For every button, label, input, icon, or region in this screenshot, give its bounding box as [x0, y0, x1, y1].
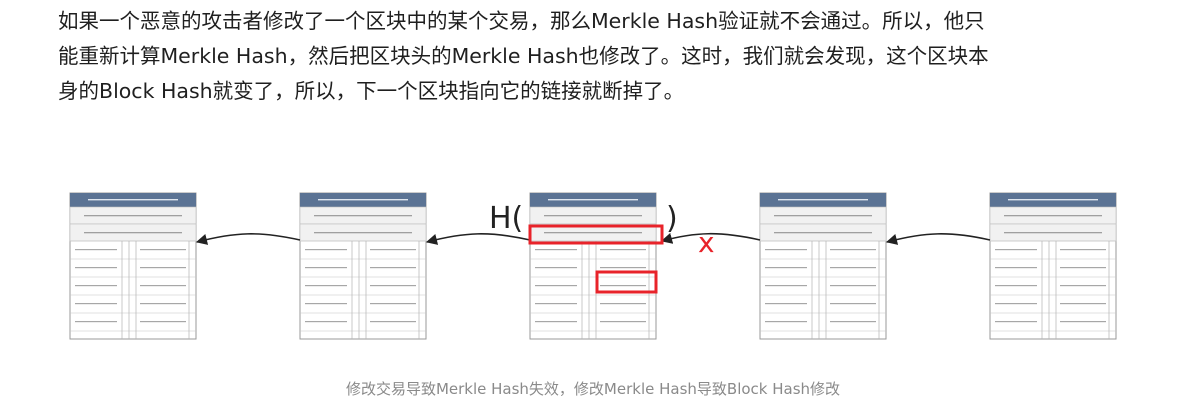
- row-text: [774, 215, 872, 217]
- article-line-3: 身的Block Hash就变了，所以，下一个区块指向它的链接就断掉了。: [58, 79, 685, 103]
- tx-left-text: [995, 321, 1037, 323]
- tx-right-text: [600, 249, 646, 251]
- chain-link-arrow: [425, 233, 531, 245]
- hash-function-close: ): [666, 201, 678, 236]
- tx-left-text: [75, 249, 117, 251]
- tx-left-text: [75, 285, 117, 287]
- tx-left-text: [305, 285, 347, 287]
- tx-right-text: [830, 267, 876, 269]
- tx-left-text: [995, 267, 1037, 269]
- chain-links: [195, 232, 991, 245]
- modified-merkle-hash-highlight: [528, 224, 664, 245]
- tx-left-text: [765, 321, 807, 323]
- tx-left-text: [765, 267, 807, 269]
- row-text: [1004, 232, 1102, 234]
- tx-right-text: [140, 285, 186, 287]
- tx-right-text: [1060, 249, 1106, 251]
- block-table: [299, 192, 427, 340]
- broken-link-mark: x: [698, 226, 715, 259]
- tx-left-text: [305, 267, 347, 269]
- article-paragraph: 如果一个恶意的攻击者修改了一个区块中的某个交易，那么Merkle Hash验证就…: [58, 4, 1138, 109]
- tx-right-text: [140, 303, 186, 305]
- tx-left-text: [305, 321, 347, 323]
- block-hash-text: [1008, 199, 1098, 201]
- block-table: [529, 192, 657, 340]
- tx-right-text: [600, 267, 646, 269]
- tx-right-text: [600, 285, 646, 287]
- tx-right-text: [600, 321, 646, 323]
- tx-right-text: [830, 303, 876, 305]
- tx-left-text: [75, 321, 117, 323]
- tx-right-text: [1060, 267, 1106, 269]
- tx-right-text: [370, 267, 416, 269]
- row-text: [544, 232, 642, 234]
- tx-left-text: [765, 303, 807, 305]
- tx-left-text: [535, 267, 577, 269]
- tx-right-text: [370, 321, 416, 323]
- row-text: [84, 232, 182, 234]
- block-table: [989, 192, 1117, 340]
- row-text: [84, 215, 182, 217]
- row-text: [774, 232, 872, 234]
- tx-left-text: [995, 249, 1037, 251]
- block-hash-text: [88, 199, 178, 201]
- tx-left-text: [535, 303, 577, 305]
- tx-right-text: [140, 249, 186, 251]
- tx-left-text: [995, 285, 1037, 287]
- tx-right-text: [140, 321, 186, 323]
- tx-left-text: [305, 249, 347, 251]
- row-text: [1004, 215, 1102, 217]
- tx-left-text: [535, 285, 577, 287]
- tx-right-text: [830, 249, 876, 251]
- tx-left-text: [75, 303, 117, 305]
- row-text: [544, 215, 642, 217]
- tx-right-text: [370, 285, 416, 287]
- tx-right-text: [1060, 303, 1106, 305]
- block-table: [69, 192, 197, 340]
- block-table: [759, 192, 887, 340]
- modified-transaction-highlight: [595, 270, 658, 294]
- block-hash-text: [548, 199, 638, 201]
- tx-right-text: [1060, 285, 1106, 287]
- tx-right-text: [600, 303, 646, 305]
- article-line-1: 如果一个恶意的攻击者修改了一个区块中的某个交易，那么Merkle Hash验证就…: [58, 9, 985, 33]
- block-hash-text: [778, 199, 868, 201]
- tx-right-text: [830, 285, 876, 287]
- hash-function-open: H(: [489, 201, 523, 236]
- tx-left-text: [765, 249, 807, 251]
- tx-left-text: [535, 321, 577, 323]
- tx-right-text: [1060, 321, 1106, 323]
- tx-left-text: [995, 303, 1037, 305]
- figure-caption: 修改交易导致Merkle Hash失效，修改Merkle Hash导致Block…: [345, 380, 841, 398]
- tx-left-text: [75, 267, 117, 269]
- row-text: [314, 232, 412, 234]
- row-text: [314, 215, 412, 217]
- broken-chain-link-arrow: [660, 232, 761, 244]
- tx-right-text: [140, 267, 186, 269]
- tx-right-text: [830, 321, 876, 323]
- chain-link-arrow: [195, 233, 301, 245]
- tx-right-text: [370, 303, 416, 305]
- tx-left-text: [305, 303, 347, 305]
- tx-left-text: [535, 249, 577, 251]
- block-hash-text: [318, 199, 408, 201]
- chain-link-arrow: [885, 233, 991, 245]
- block-chain-group: [69, 192, 1117, 340]
- article-line-2: 能重新计算Merkle Hash，然后把区块头的Merkle Hash也修改了。…: [58, 44, 989, 68]
- tx-left-text: [765, 285, 807, 287]
- tx-right-text: [370, 249, 416, 251]
